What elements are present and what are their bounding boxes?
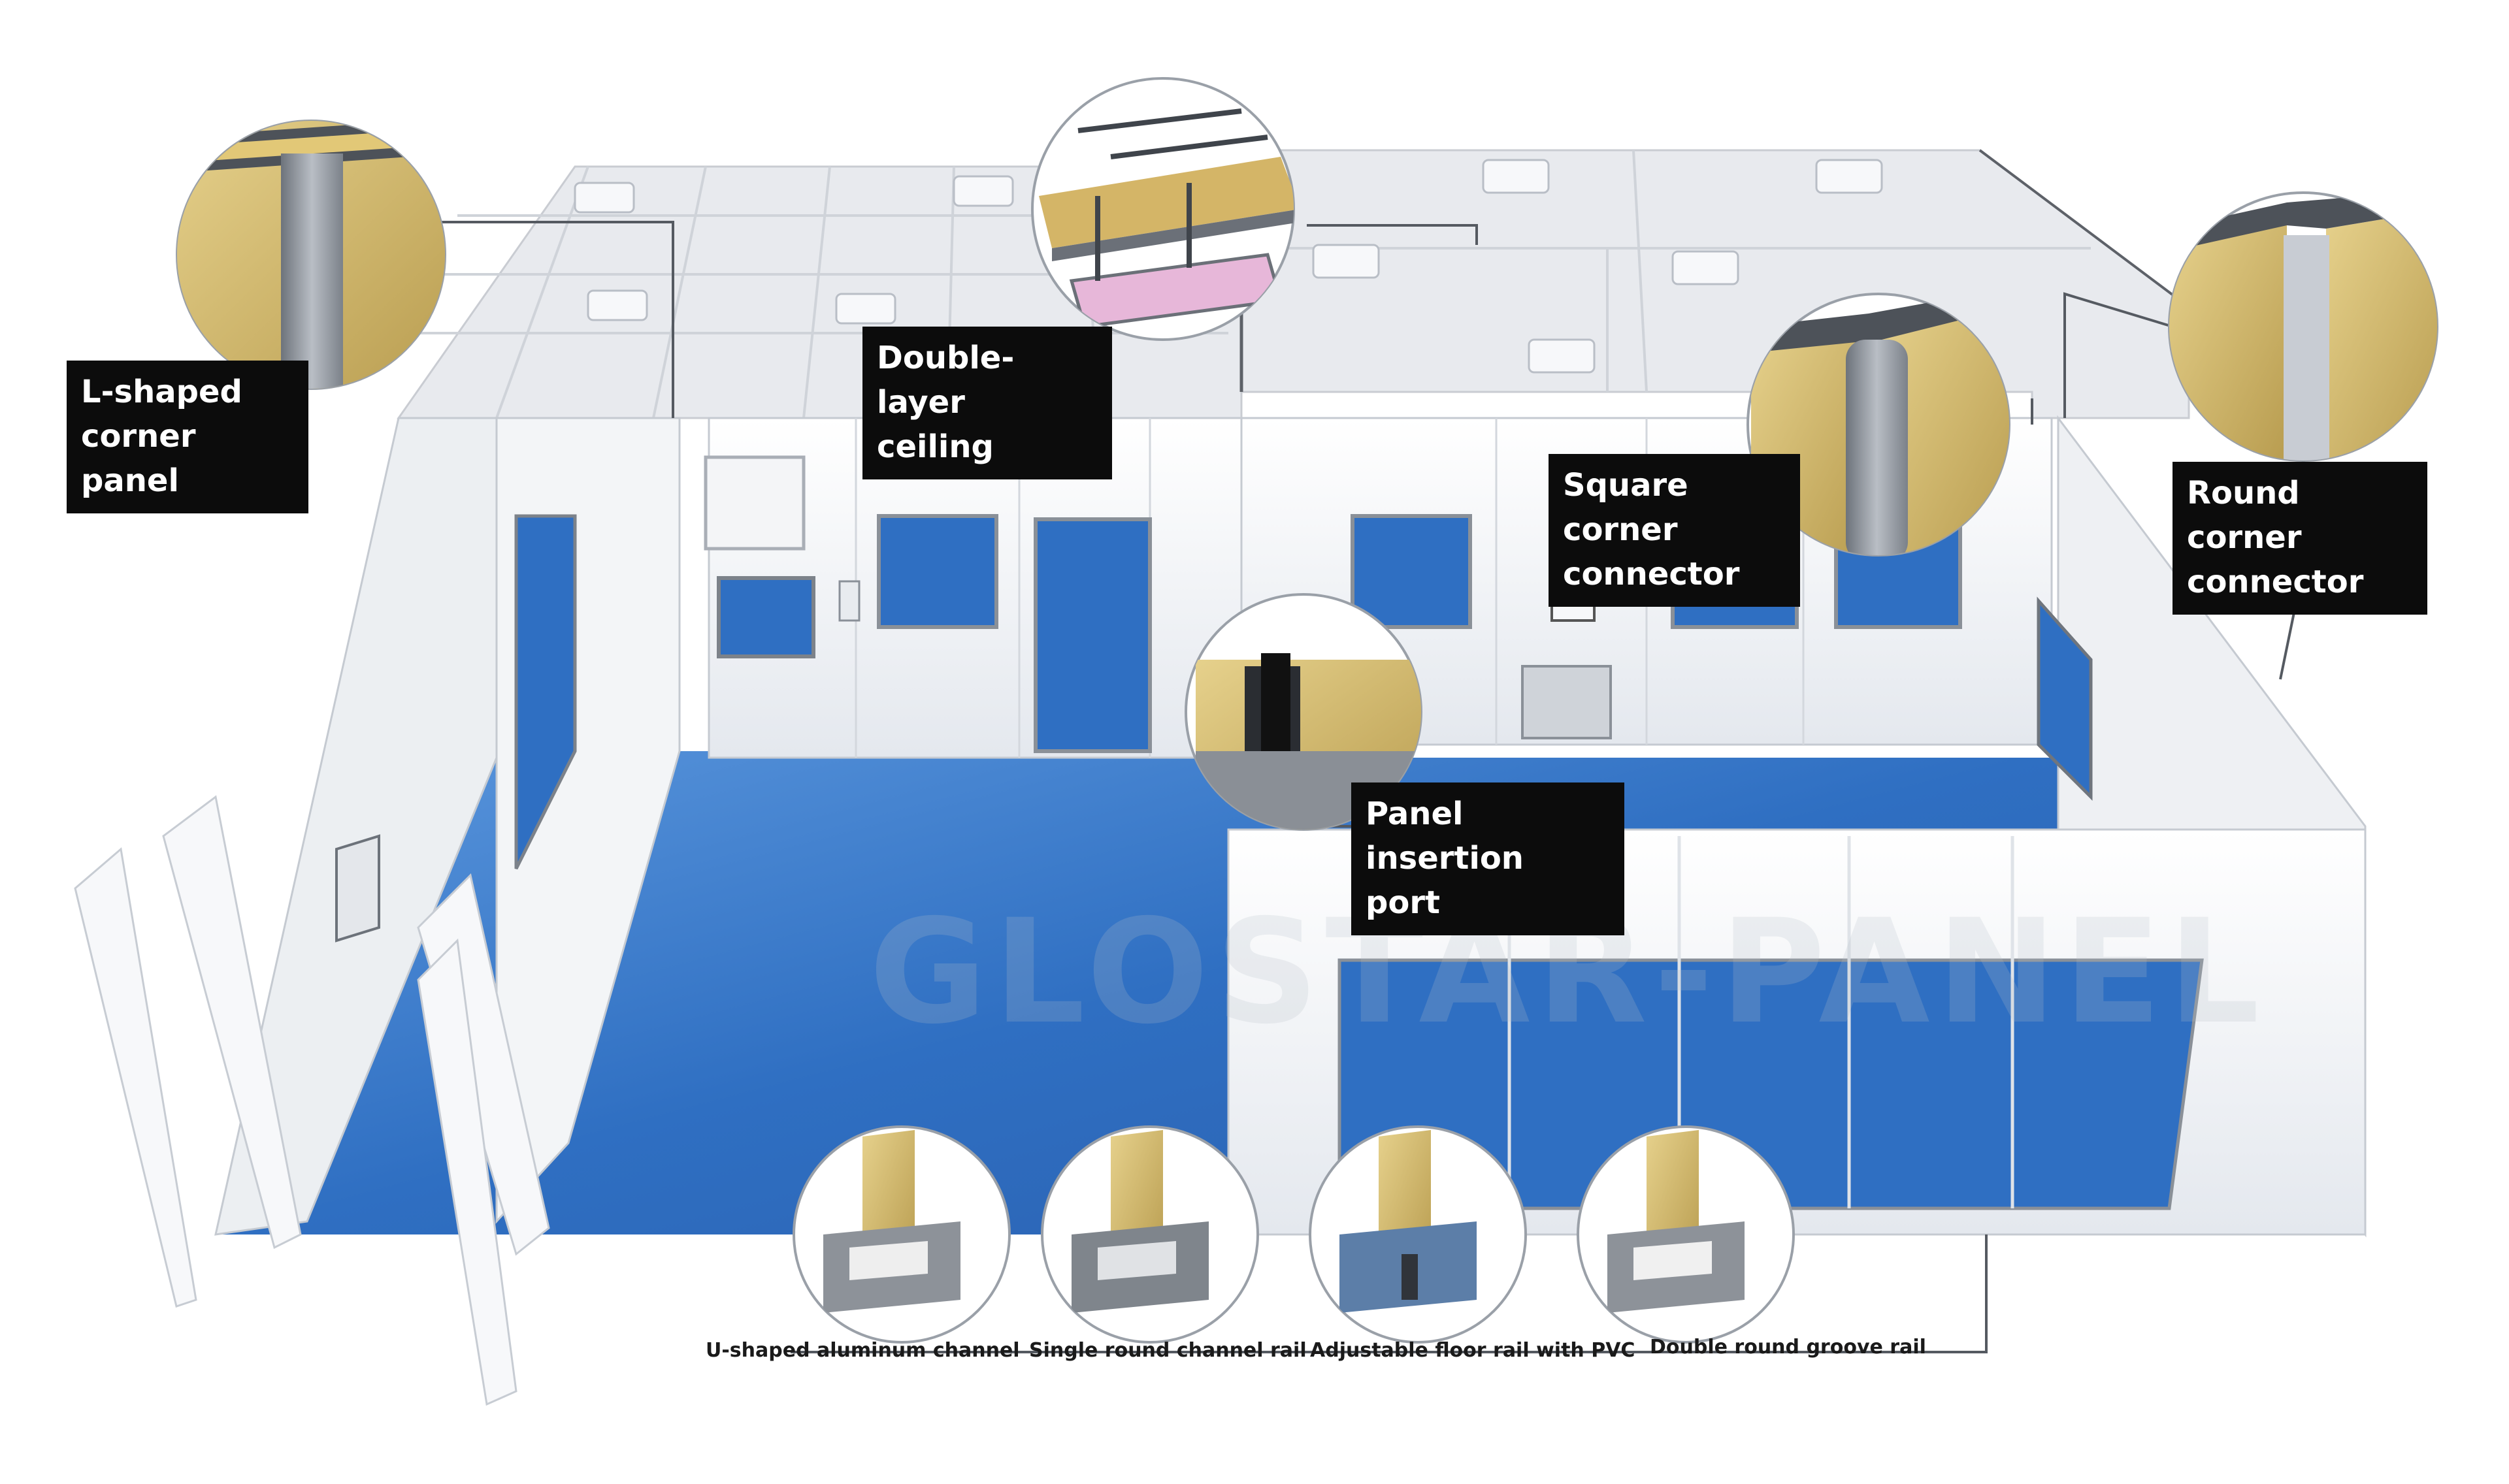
rail-caption-adjustable-floor-rail-pvc: Adjustable floor rail with PVC <box>1310 1339 1635 1362</box>
rail-detail-u-channel <box>793 1125 1011 1344</box>
callout-panel-insertion-port: Panel insertion port <box>1351 782 1624 935</box>
rail-detail-double-round-groove <box>1577 1125 1795 1344</box>
floor <box>222 751 2058 1234</box>
callout-square-corner-connector: Square corner connector <box>1549 454 1800 607</box>
round-corner-connector-detail <box>2168 191 2438 462</box>
rail-caption-single-round-channel-rail: Single round channel rail <box>1029 1339 1307 1362</box>
rail-detail-single-round <box>1041 1125 1259 1344</box>
callout-round-corner-connector: Round corner connector <box>2173 462 2427 615</box>
l-shaped-corner-panel-detail <box>176 120 446 390</box>
rail-caption-u-shaped-aluminum-channel: U-shaped aluminum channel <box>706 1339 1020 1362</box>
callout-l-shaped-corner-panel: L-shaped corner panel <box>67 361 308 513</box>
rail-detail-adjustable-pvc <box>1309 1125 1527 1344</box>
double-layer-ceiling-detail <box>1031 77 1295 341</box>
square-corner-connector-detail <box>1746 293 2010 556</box>
callout-double-layer-ceiling: Double-layer ceiling <box>862 327 1112 479</box>
left-side-walls <box>74 417 681 1406</box>
rail-caption-double-round-groove-rail: Double round groove rail <box>1650 1336 1926 1359</box>
ceiling <box>397 149 2190 419</box>
